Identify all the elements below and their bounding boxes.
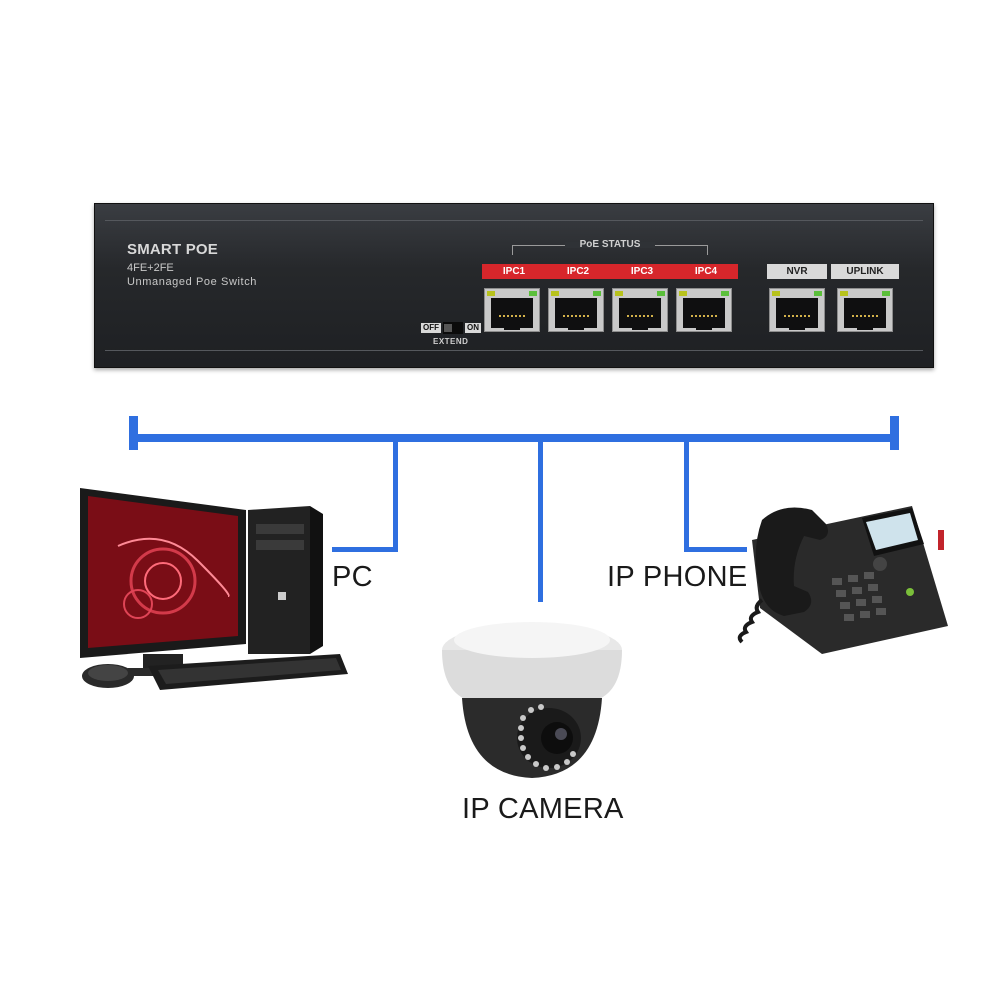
ethernet-port-nvr[interactable] [769,288,825,332]
ethernet-port-uplink[interactable] [837,288,893,332]
port-label-ipc1: IPC1 [482,264,546,279]
extend-label: EXTEND [433,337,469,346]
switch-brand: SMART POE [127,241,218,258]
dome-camera-icon [442,622,622,778]
ethernet-port-ipc1[interactable] [484,288,540,332]
switch-description: Unmanaged Poe Switch [127,276,258,288]
extend-toggle[interactable] [443,322,463,334]
extend-on-label: ON [465,323,481,333]
ip-phone-label: IP PHONE [607,561,748,593]
ethernet-port-ipc3[interactable] [612,288,668,332]
ethernet-port-ipc2[interactable] [548,288,604,332]
port-label-uplink: UPLINK [831,264,899,279]
ethernet-port-ipc4[interactable] [676,288,732,332]
pc-label: PC [332,561,373,593]
port-label-nvr: NVR [767,264,827,279]
switch-model: 4FE+2FE [127,262,174,274]
extend-off-label: OFF [421,323,441,333]
desk-phone-icon [737,506,948,654]
connector-pc-vertical [393,442,398,552]
switch-top-rail [105,220,923,221]
ip-camera-label: IP CAMERA [462,793,624,825]
poe-switch: SMART POE 4FE+2FE Unmanaged Poe Switch P… [94,203,934,368]
connector-camera [538,442,543,602]
poe-status-label: PoE STATUS [579,239,641,250]
connector-left-drop [129,416,138,450]
desktop-computer-icon [80,488,348,690]
switch-bottom-rail [105,350,923,351]
port-label-ipc3: IPC3 [610,264,674,279]
port-label-ipc2: IPC2 [546,264,610,279]
connector-bus [129,434,899,442]
connector-phone-horizontal [684,547,747,552]
port-label-ipc4: IPC4 [674,264,738,279]
connector-right-drop [890,416,899,450]
connector-phone-vertical [684,442,689,552]
connector-pc-horizontal [332,547,398,552]
